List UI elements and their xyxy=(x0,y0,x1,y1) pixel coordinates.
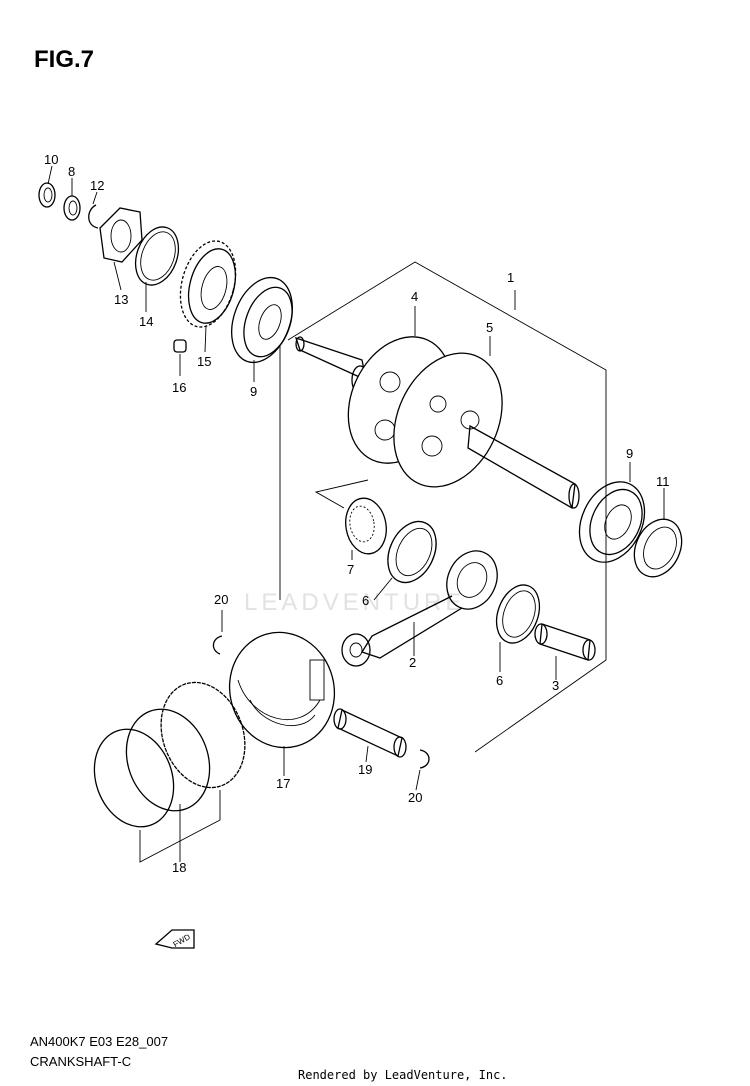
part-10-oil-seal xyxy=(38,182,56,208)
label-part-17: 17 xyxy=(276,776,290,791)
part-7-needle-bearing xyxy=(345,497,387,555)
label-part-15: 15 xyxy=(197,354,211,369)
part-9-bearing-right xyxy=(578,481,646,563)
label-part-8: 8 xyxy=(68,164,75,179)
label-part-1: 1 xyxy=(507,270,514,285)
part-number-labels: 1 2 3 4 5 6 6 7 8 9 9 10 11 12 13 14 15 … xyxy=(44,152,670,875)
label-part-16: 16 xyxy=(172,380,186,395)
fwd-label: FWD xyxy=(172,932,192,949)
part-13-nut xyxy=(99,207,143,263)
part-19-piston-pin xyxy=(333,708,407,758)
part-3-crank-pin xyxy=(534,623,596,661)
part-17-piston xyxy=(228,631,336,749)
rendered-by-credit: Rendered by LeadVenture, Inc. xyxy=(298,1068,508,1082)
label-part-9b: 9 xyxy=(626,446,633,461)
part-6-washer-lower xyxy=(495,584,541,644)
label-part-19: 19 xyxy=(358,762,372,777)
label-part-2: 2 xyxy=(409,655,416,670)
label-part-18: 18 xyxy=(172,860,186,875)
label-part-4: 4 xyxy=(411,289,418,304)
label-part-7: 7 xyxy=(347,562,354,577)
part-20-circlip-lower xyxy=(419,749,430,769)
figure-title: FIG.7 xyxy=(34,46,95,73)
part-8-bearing xyxy=(63,195,81,221)
label-part-6b: 6 xyxy=(496,673,503,688)
label-part-13: 13 xyxy=(114,292,128,307)
part-14-washer xyxy=(134,226,180,286)
label-part-14: 14 xyxy=(139,314,153,329)
part-11-oil-seal xyxy=(633,518,683,578)
part-9-bearing-left xyxy=(231,276,293,364)
label-part-12: 12 xyxy=(90,178,104,193)
part-16-key xyxy=(173,339,187,353)
fwd-arrow-icon: FWD xyxy=(154,929,195,949)
model-code: AN400K7 E03 E28_007 xyxy=(30,1034,169,1049)
label-part-9a: 9 xyxy=(250,384,257,399)
label-part-6a: 6 xyxy=(362,593,369,608)
crankshaft-assembly xyxy=(294,336,580,510)
label-part-3: 3 xyxy=(552,678,559,693)
label-part-20a: 20 xyxy=(214,592,228,607)
part-18-piston-rings xyxy=(93,681,246,863)
watermark: LEADVENTURE xyxy=(244,589,465,616)
section-name: CRANKSHAFT-C xyxy=(30,1054,132,1069)
part-20-circlip-upper xyxy=(212,635,223,655)
assembly-bracket xyxy=(279,261,607,753)
part-6-washer-upper xyxy=(387,520,437,584)
label-part-5: 5 xyxy=(486,320,493,335)
leader-lines xyxy=(47,165,665,862)
part-15-gear xyxy=(179,240,237,328)
label-part-10: 10 xyxy=(44,152,58,167)
part-12-circlip xyxy=(88,204,99,229)
label-part-11: 11 xyxy=(656,474,670,489)
label-part-20b: 20 xyxy=(408,790,422,805)
part-2-connecting-rod xyxy=(341,550,498,667)
